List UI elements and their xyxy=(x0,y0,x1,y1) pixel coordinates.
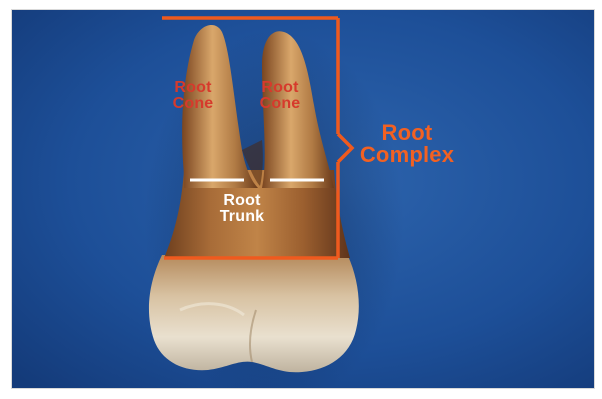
tooth-photo xyxy=(12,10,594,388)
tooth-illustration xyxy=(12,10,594,388)
